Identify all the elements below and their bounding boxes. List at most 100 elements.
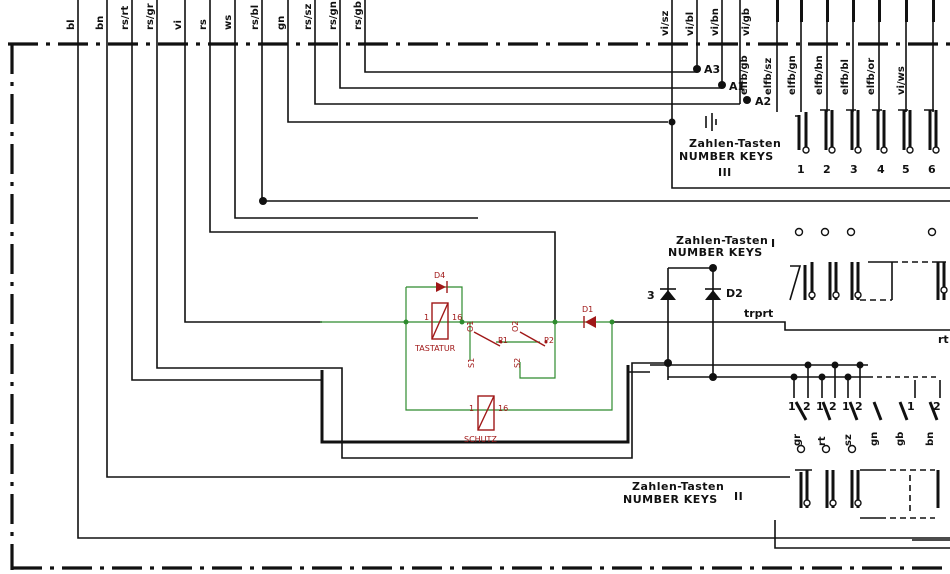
label-d2: D2 [726,287,743,300]
svg-text:1: 1 [842,400,850,413]
junction-a1 [718,81,726,89]
svg-text:rs/bl: rs/bl [250,5,261,30]
svg-text:elfb/bl: elfb/bl [840,59,851,95]
svg-text:elfb/sz: elfb/sz [763,58,774,95]
svg-text:vi/sz: vi/sz [660,10,671,36]
added-circuit [320,286,615,411]
relay-schutz [477,395,495,431]
relay-schutz-pin1: 1 [469,404,474,413]
label-a2: A2 [755,95,771,108]
junction-a2 [743,96,751,104]
label-o1: O1 [466,321,475,332]
elfb-verticals [776,22,934,112]
label-d3: 3 [647,289,655,302]
svg-text:bn: bn [95,16,106,30]
svg-text:2: 2 [829,400,837,413]
svg-text:elfb/or: elfb/or [866,58,877,95]
svg-text:1: 1 [816,400,824,413]
svg-text:vi/ws: vi/ws [896,66,907,95]
svg-text:5: 5 [902,163,910,176]
keys-i-title-de: Zahlen-Tasten [676,234,768,247]
relay-schutz-pin16: 16 [498,404,508,413]
ground-symbol [705,113,717,131]
svg-text:rt: rt [817,436,828,446]
label-o2: O2 [511,321,520,332]
diode-d4 [436,281,448,293]
label-rt: rt [938,333,949,346]
svg-text:1: 1 [797,163,805,176]
svg-text:vi: vi [173,20,184,30]
svg-text:rs/gn: rs/gn [328,1,339,30]
junction-gn [668,118,676,126]
svg-text:1: 1 [788,400,796,413]
right-wires [774,520,950,549]
svg-text:elfb/gn: elfb/gn [787,55,798,95]
svg-text:gb: gb [895,432,906,446]
svg-text:gr: gr [792,434,803,446]
label-d1: D1 [582,305,593,314]
keys-ii-title-en: NUMBER KEYS [623,493,718,506]
svg-text:elfb/bn: elfb/bn [814,55,825,95]
elfb-labels: elfb/gb elfb/sz elfb/gn elfb/bn elfb/bl … [739,55,907,95]
keys-i-contacts [789,227,948,301]
switch-contacts [473,331,548,347]
svg-text:gn: gn [869,432,880,446]
top-connector-pins [776,0,935,22]
relay-tastatur-label: TASTATUR [414,344,456,353]
keys-ii-title-de: Zahlen-Tasten [632,480,724,493]
diode-d1 [583,316,596,328]
label-a3: A3 [704,63,720,76]
junction-rsbl [259,197,267,205]
keys-iii-numbers: 1 2 3 4 5 6 [797,163,936,176]
keys-ii-contacts [795,444,940,519]
svg-text:rs/sz: rs/sz [303,4,314,30]
label-p1: P1 [498,336,508,345]
svg-text:2: 2 [803,400,811,413]
relay-tastatur-pin1: 1 [424,313,429,322]
svg-text:vi/bn: vi/bn [710,8,721,36]
label-s1: S1 [467,358,476,368]
svg-text:bn: bn [925,432,936,446]
svg-text:2: 2 [823,163,831,176]
relay-tastatur [431,302,449,340]
keys-iii-roman: III [718,166,732,179]
svg-text:rs/rt: rs/rt [120,6,131,30]
keys-iii-title-de: Zahlen-Tasten [689,137,781,150]
keys-ii-roman: II [734,490,743,503]
relay-schutz-label: SCHUTZ [464,435,497,444]
svg-text:4: 4 [877,163,885,176]
label-p2: P2 [544,336,554,345]
svg-text:rs: rs [198,19,209,30]
svg-text:bl: bl [66,19,77,30]
switch-numbers: 1 2 1 2 1 2 1 2 [788,400,941,413]
keys-i-roman: I [771,237,776,250]
wire-labels-top-right: vi/sz vi/bl vi/bn vi/gb [660,8,752,36]
svg-text:vi/bl: vi/bl [685,12,696,36]
junction-a3 [693,65,701,73]
svg-text:3: 3 [850,163,858,176]
label-trprt: trprt [744,307,773,320]
svg-text:gn: gn [276,16,287,30]
svg-text:vi/gb: vi/gb [741,8,752,36]
svg-text:ws: ws [223,15,234,30]
label-s2: S2 [513,358,522,368]
svg-text:2: 2 [933,400,941,413]
diode-pair [610,264,950,381]
svg-text:rs/gb: rs/gb [353,1,364,30]
svg-text:sz: sz [843,434,854,446]
switch-bank [790,361,941,421]
svg-text:1: 1 [907,400,915,413]
svg-text:2: 2 [855,400,863,413]
svg-text:6: 6 [928,163,936,176]
label-d4: D4 [434,271,445,280]
keys-iii-title-en: NUMBER KEYS [679,150,774,163]
label-a1: A1 [729,80,745,93]
svg-text:elfb/gb: elfb/gb [739,55,750,95]
number-keys-iii [795,109,940,154]
svg-text:rs/gr: rs/gr [145,3,156,30]
switch-wire-labels: gr rt sz gn gb bn [792,432,936,446]
relay-tastatur-pin16: 16 [452,313,462,322]
thick-bus-1 [320,365,630,444]
keys-i-title-en: NUMBER KEYS [668,246,763,259]
